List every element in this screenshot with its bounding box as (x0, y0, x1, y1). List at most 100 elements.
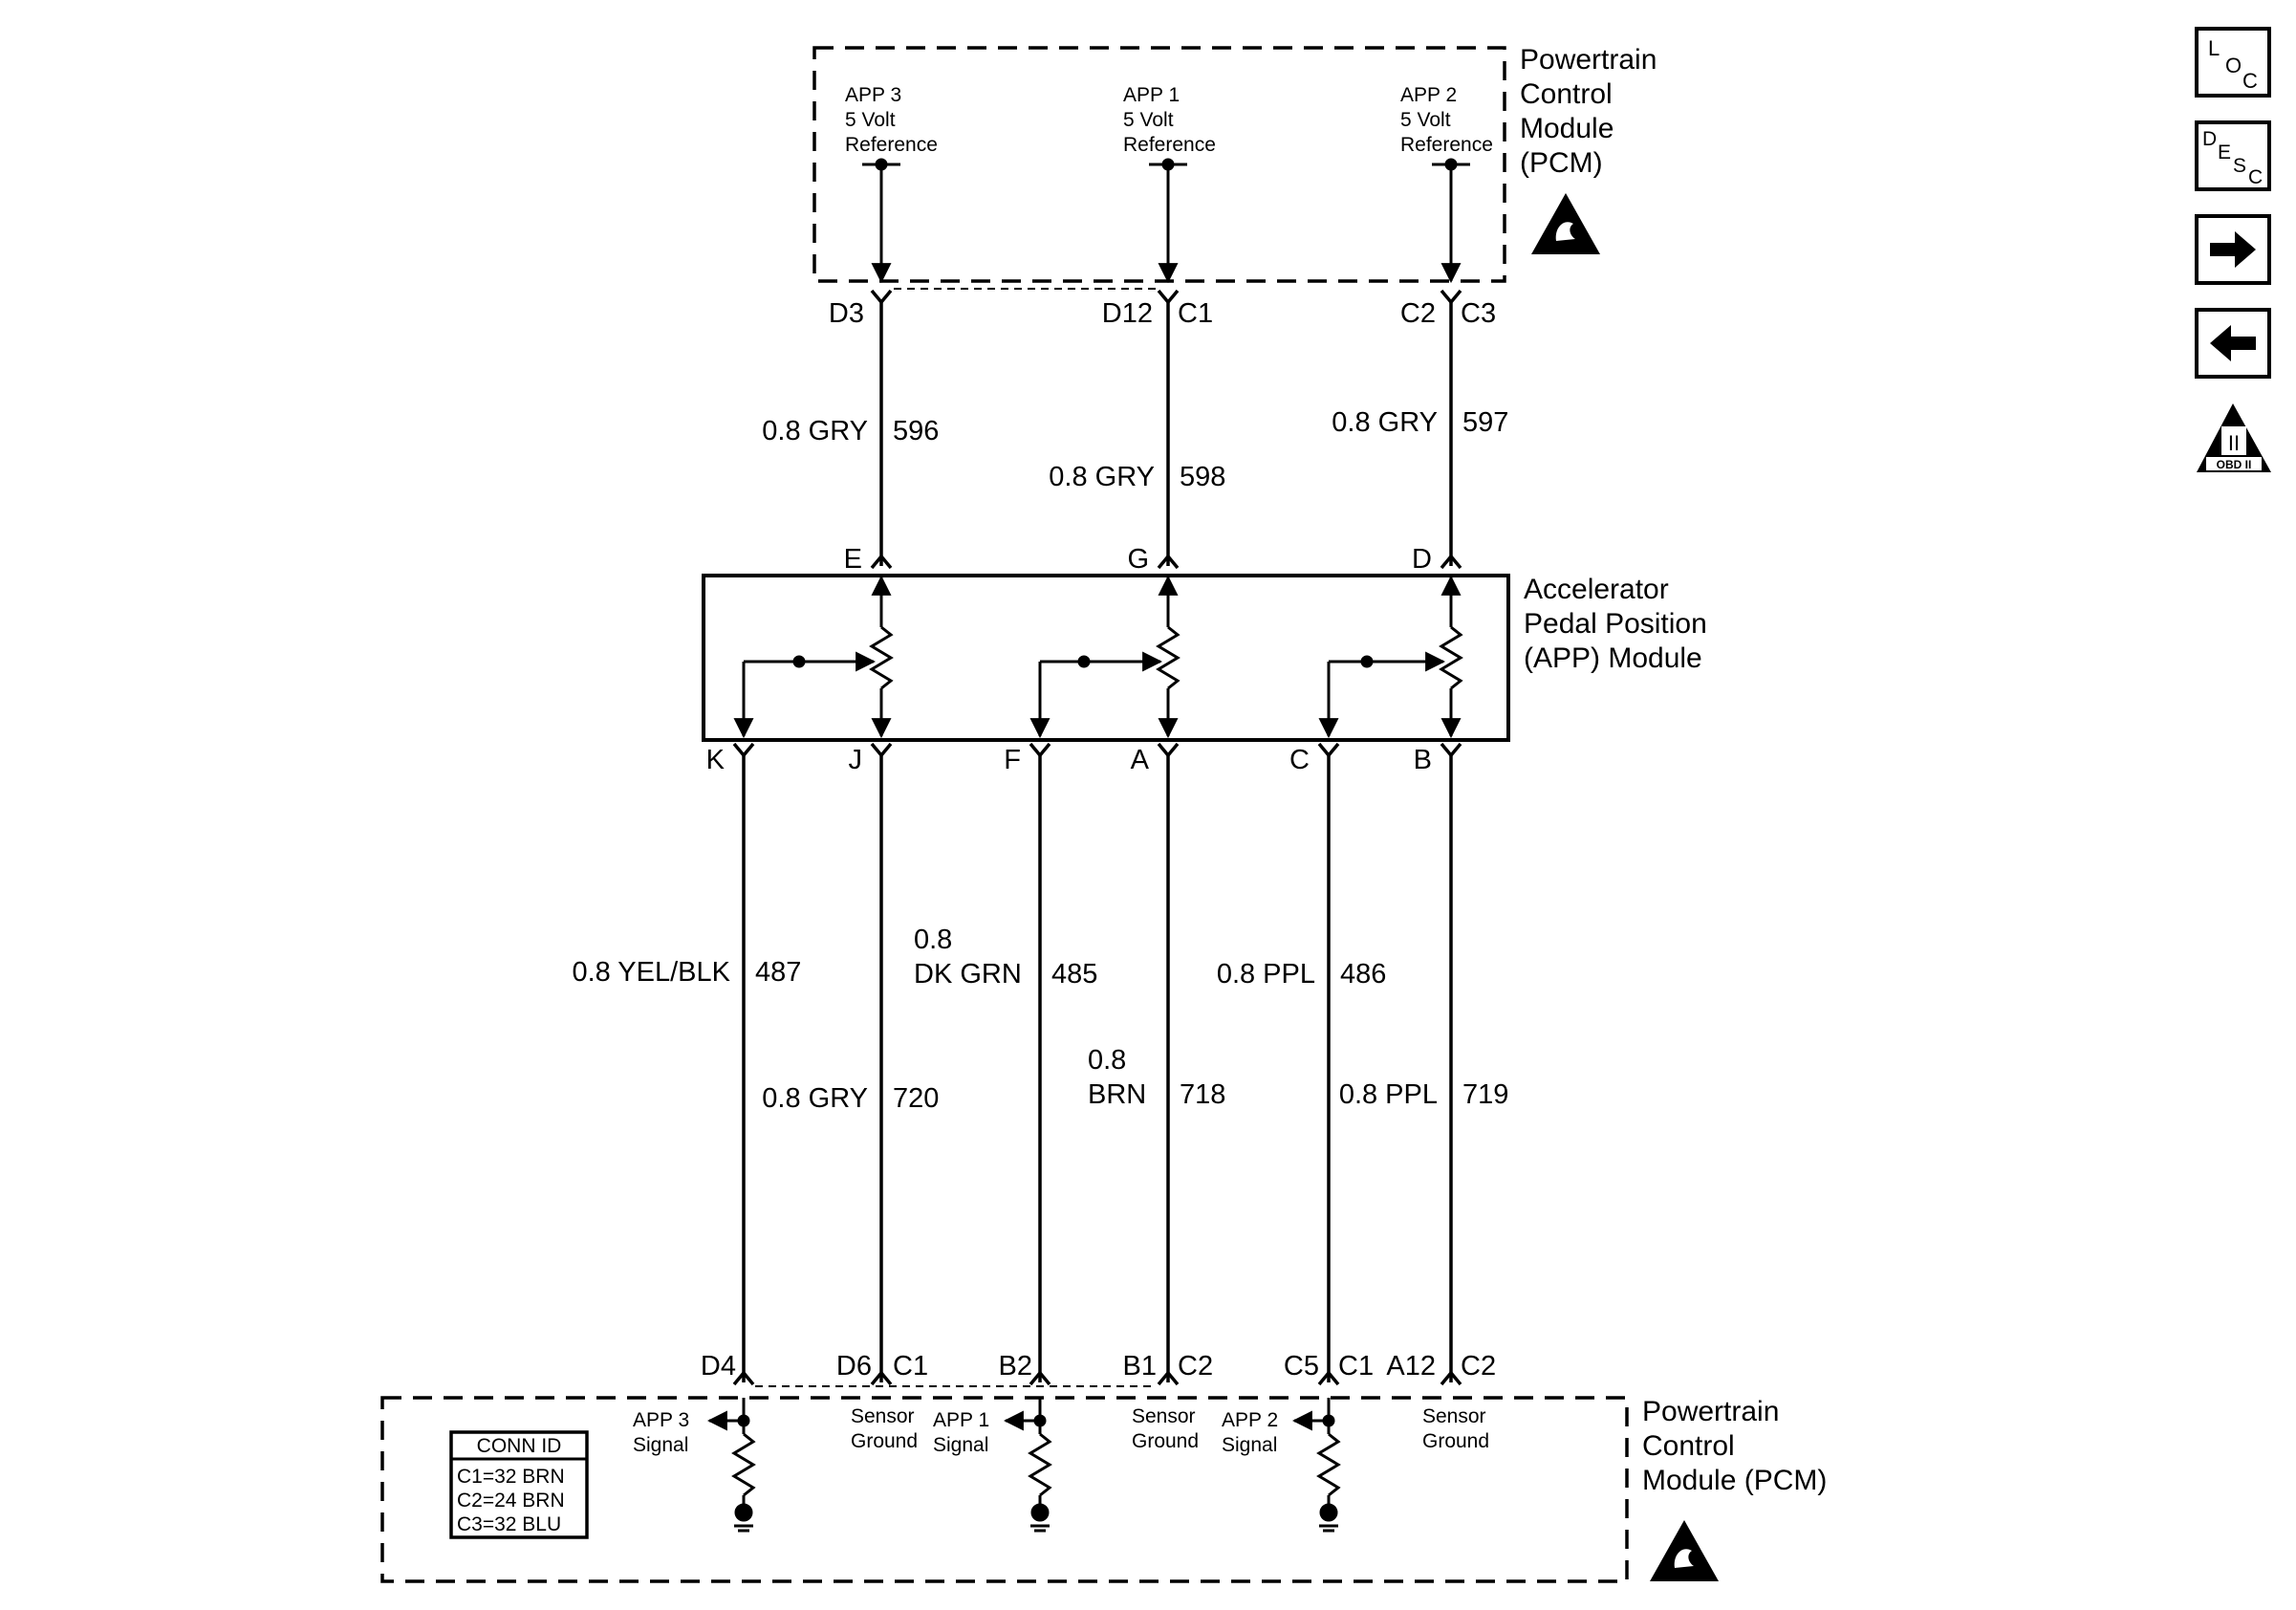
terminal-label-c2: C2 (1178, 1351, 1213, 1382)
ground-label: Ground (1132, 1430, 1199, 1452)
pin-label: 5 Volt (1400, 109, 1451, 131)
pcm-top-title-line: (PCM) (1520, 147, 1603, 179)
pcm-top-pin-app2: APP 2 5 Volt Reference (1400, 84, 1493, 156)
wire-color-label: 0.8 YEL/BLK (572, 957, 730, 988)
app-module-title: Accelerator Pedal Position (APP) Module (1524, 574, 1707, 674)
top-wires (870, 289, 1462, 570)
signal-label: APP 2 (1222, 1409, 1278, 1431)
app-module-title-line: Pedal Position (1524, 608, 1707, 640)
wire-circuit-label: 597 (1462, 407, 1508, 438)
pcm-bottom-title: Powertrain Control Module (PCM) (1642, 1396, 1827, 1496)
signal-circuit-app1 (1003, 1398, 1052, 1533)
app-module-title-line: (APP) Module (1524, 642, 1702, 674)
obd-label: OBD II (2217, 458, 2252, 471)
terminal-label-b1: B1 (1123, 1351, 1157, 1382)
ground-label: Sensor (1422, 1405, 1486, 1427)
loc-letter: C (2242, 69, 2258, 93)
potentiometer-app2 (1318, 575, 1463, 739)
pcm-bottom-title-line: Powertrain (1642, 1396, 1779, 1427)
pcm-bottom-dashed-box (380, 1396, 1629, 1583)
pin-label: APP 1 (1123, 84, 1180, 106)
pcm-bottom-title-line: Control (1642, 1430, 1735, 1462)
terminal-label-c2: C2 (1461, 1351, 1496, 1382)
app-module: E G D Accelerator Pedal Position (APP) M… (702, 544, 1707, 775)
wire-circuit-label: 719 (1462, 1079, 1508, 1110)
pcm-top-ref-arrows (862, 158, 1470, 284)
arrow-right-icon (2210, 231, 2256, 268)
terminal-label-d6: D6 (836, 1351, 872, 1382)
pcm-bottom: D4 D6 C1 B2 B1 C2 C5 C1 A12 C2 Powertrai… (380, 1351, 1827, 1583)
pin-label: Reference (1400, 134, 1493, 156)
wire-color-label: 0.8 (1088, 1045, 1126, 1076)
potentiometer-app1 (1029, 575, 1180, 739)
wire-color-label: 0.8 GRY (1332, 407, 1438, 438)
app-module-title-line: Accelerator (1524, 574, 1669, 605)
nav-desc-button[interactable]: D E S C (2195, 120, 2271, 191)
ground-label: Sensor (1132, 1405, 1196, 1427)
signal-label: Signal (1222, 1434, 1277, 1456)
nav-loc-button[interactable]: L O C (2195, 27, 2271, 98)
wire-color-label: 0.8 GRY (762, 416, 868, 446)
terminal-label-b: B (1414, 745, 1432, 775)
wire-circuit-label: 486 (1340, 959, 1386, 990)
obd-ii-icon[interactable]: II OBD II (2197, 403, 2271, 472)
esd-warning-icon (1650, 1520, 1719, 1581)
signal-label: Signal (933, 1434, 988, 1456)
wire-circuit-label: 718 (1180, 1079, 1225, 1110)
potentiometer-app3 (733, 575, 894, 739)
terminal-label-c1: C1 (893, 1351, 928, 1382)
ground-label: Ground (851, 1430, 918, 1452)
conn-id-row: C1=32 BRN (457, 1466, 565, 1488)
terminal-label-d12: D12 (1102, 298, 1153, 329)
desc-letter: D (2202, 128, 2217, 150)
wire-circuit-label: 598 (1180, 462, 1225, 492)
terminal-label-f: F (1004, 745, 1021, 775)
loc-letter: O (2225, 54, 2242, 77)
wire-circuit-label: 596 (893, 416, 939, 446)
pcm-top: Powertrain Control Module (PCM) APP 3 5 … (812, 44, 1657, 329)
wire-color-label: DK GRN (914, 959, 1022, 990)
nav-back-button[interactable] (2195, 308, 2271, 379)
terminal-label-a12: A12 (1386, 1351, 1436, 1382)
terminal-label-d4: D4 (701, 1351, 736, 1382)
pcm-top-pin-app3: APP 3 5 Volt Reference (845, 84, 938, 156)
pin-label: APP 3 (845, 84, 901, 106)
terminal-label-e: E (844, 544, 862, 575)
pcm-top-title-line: Control (1520, 78, 1613, 110)
signal-label: APP 3 (633, 1409, 689, 1431)
pcm-bottom-title-line: Module (PCM) (1642, 1465, 1827, 1496)
bottom-wire-labels: 0.8 YEL/BLK 487 0.8 GRY 720 0.8 DK GRN 4… (572, 925, 1508, 1114)
signal-label: Signal (633, 1434, 688, 1456)
desc-letter: E (2218, 141, 2231, 163)
arrow-left-icon (2210, 325, 2256, 361)
ground-label: Sensor (851, 1405, 915, 1427)
terminal-label-k: K (706, 745, 726, 775)
wire-color-label: BRN (1088, 1079, 1146, 1110)
wire-color-label: 0.8 PPL (1339, 1079, 1438, 1110)
top-wire-labels: 0.8 GRY 596 0.8 GRY 598 0.8 GRY 597 (762, 407, 1508, 492)
terminal-label-c5: C5 (1284, 1351, 1319, 1382)
terminal-label-d: D (1412, 544, 1432, 575)
pin-label: Reference (1123, 134, 1216, 156)
wire-color-label: 0.8 GRY (1049, 462, 1155, 492)
pin-label: 5 Volt (845, 109, 896, 131)
conn-id-row: C2=24 BRN (457, 1490, 565, 1512)
wire-color-label: 0.8 (914, 925, 952, 955)
conn-id-header: CONN ID (477, 1435, 562, 1457)
terminal-label-c: C (1289, 745, 1310, 775)
pin-label: 5 Volt (1123, 109, 1174, 131)
desc-letter: S (2233, 155, 2246, 177)
pcm-top-pin-app1: APP 1 5 Volt Reference (1123, 84, 1216, 156)
nav-forward-button[interactable] (2195, 214, 2271, 285)
signal-circuit-app2 (1291, 1398, 1341, 1533)
wire-circuit-label: 487 (755, 957, 801, 988)
pin-label: APP 2 (1400, 84, 1457, 106)
signal-circuit-app3 (706, 1398, 756, 1533)
terminal-label-a: A (1131, 745, 1150, 775)
terminal-label-c1: C1 (1178, 298, 1213, 329)
esd-warning-icon (1531, 193, 1600, 254)
terminal-label-j: J (849, 745, 863, 775)
desc-letter: C (2248, 166, 2263, 188)
pcm-top-title: Powertrain Control Module (PCM) (1520, 44, 1657, 179)
pcm-top-title-line: Module (1520, 113, 1614, 144)
